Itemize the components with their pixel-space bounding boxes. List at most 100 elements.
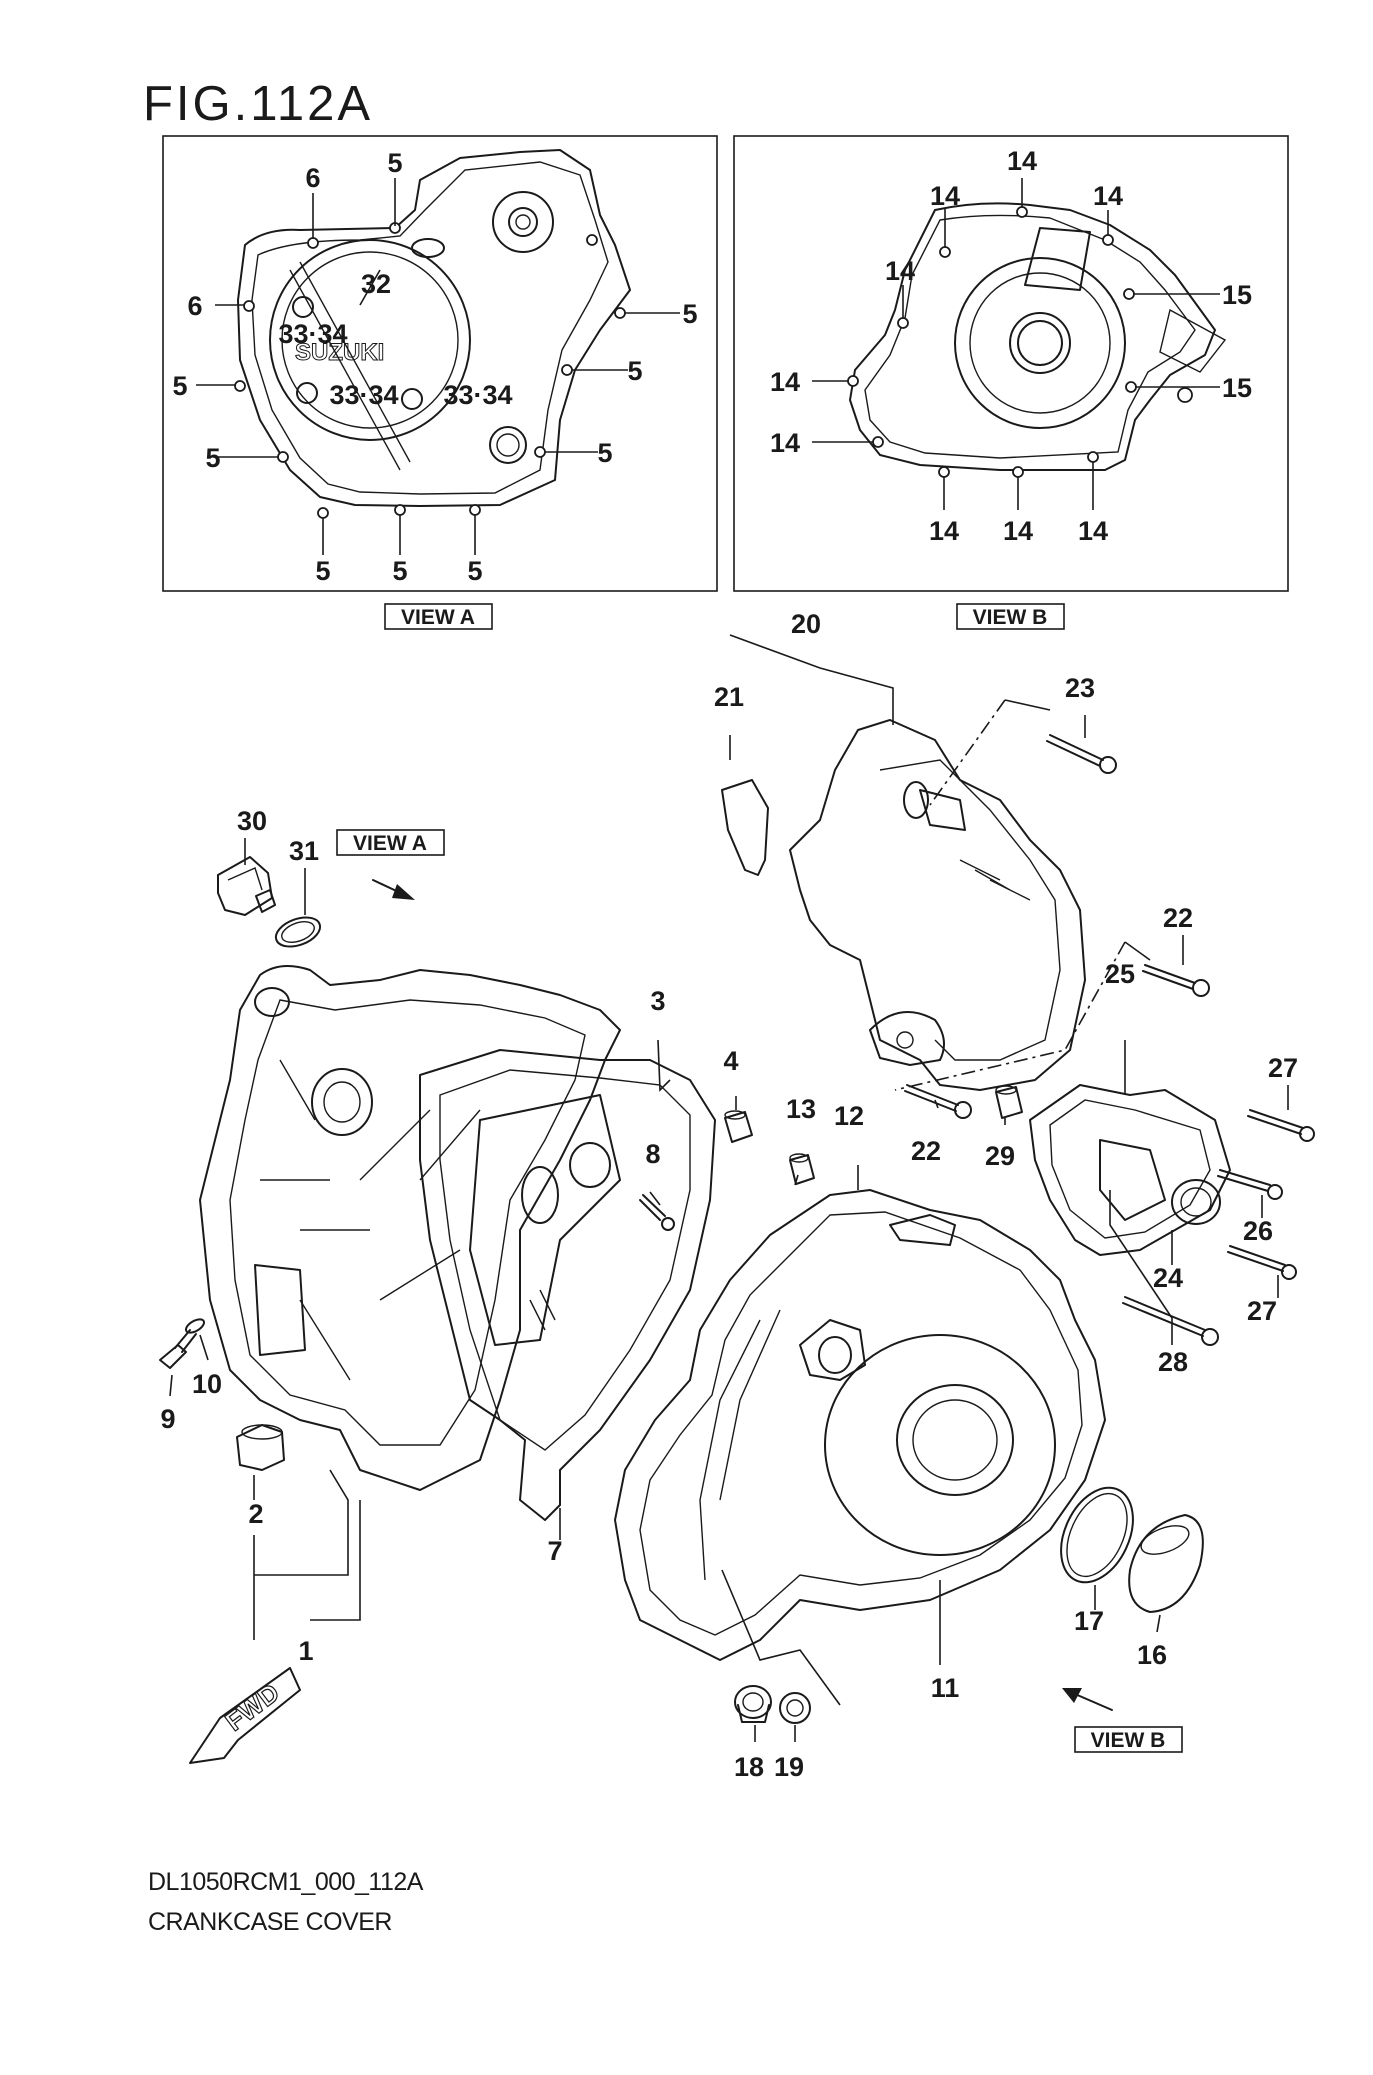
view-b-label: VIEW B bbox=[956, 603, 1065, 630]
bolt-27-upper bbox=[1247, 1109, 1315, 1142]
gasket-21 bbox=[721, 779, 769, 876]
callout-2: 2 bbox=[248, 1499, 263, 1529]
callout-31: 31 bbox=[289, 836, 319, 866]
callout-17: 17 bbox=[1074, 1606, 1104, 1636]
callout-11: 11 bbox=[931, 1673, 960, 1703]
view-b-bolt-holes bbox=[847, 206, 1137, 478]
callout-23: 23 bbox=[1065, 673, 1095, 703]
callout-27-upper: 27 bbox=[1268, 1053, 1298, 1083]
bolt-28 bbox=[1122, 1296, 1219, 1346]
view-a-panel: SUZUKI bbox=[162, 135, 718, 592]
bolt-22-upper bbox=[1142, 964, 1210, 997]
leader-lines bbox=[169, 634, 1289, 1742]
callout: 5 bbox=[315, 556, 330, 586]
plug-18 bbox=[734, 1685, 772, 1723]
callout: 5 bbox=[597, 438, 612, 468]
callout-28: 28 bbox=[1158, 1347, 1188, 1377]
callout: 5 bbox=[392, 556, 407, 586]
svg-text:VIEW B: VIEW B bbox=[1091, 1729, 1166, 1752]
callout-22-upper: 22 bbox=[1163, 903, 1193, 933]
callout-22-lower: 22 bbox=[911, 1136, 941, 1166]
bolt-8 bbox=[639, 1194, 675, 1231]
bolt-9 bbox=[159, 1329, 197, 1369]
callout: 32 bbox=[361, 269, 391, 299]
view-a-callouts: 5 6 6 32 33·34 33·34 33·34 5 5 5 5 5 5 5… bbox=[172, 148, 697, 586]
callout-7: 7 bbox=[547, 1536, 562, 1566]
washer-19 bbox=[779, 1692, 811, 1724]
callout-1: 1 bbox=[298, 1636, 313, 1666]
callout: 33·34 bbox=[278, 319, 347, 349]
dowel-4 bbox=[724, 1110, 753, 1143]
bolt-26 bbox=[1217, 1169, 1283, 1200]
view-b-marker: VIEW B bbox=[1062, 1688, 1183, 1753]
bolt-22-lower bbox=[904, 1084, 972, 1119]
svg-text:VIEW A: VIEW A bbox=[401, 606, 475, 629]
callout: 33·34 bbox=[443, 380, 512, 410]
fwd-arrow: FWD bbox=[189, 1667, 301, 1764]
callout: 5 bbox=[172, 371, 187, 401]
svg-text:VIEW B: VIEW B bbox=[973, 606, 1048, 629]
view-a-marker: VIEW A bbox=[336, 829, 445, 900]
dowel-13 bbox=[789, 1153, 815, 1185]
view-a-label: VIEW A bbox=[384, 603, 493, 630]
callout-20: 20 bbox=[791, 609, 821, 639]
callout: 5 bbox=[627, 356, 642, 386]
callout: 15 bbox=[1222, 373, 1252, 403]
callout: 15 bbox=[1222, 280, 1252, 310]
callout: 6 bbox=[305, 163, 320, 193]
cap-16 bbox=[1128, 1514, 1204, 1613]
o-ring-31 bbox=[274, 916, 322, 948]
svg-text:VIEW A: VIEW A bbox=[353, 832, 427, 855]
callout-8: 8 bbox=[645, 1139, 660, 1169]
callout: 5 bbox=[387, 148, 402, 178]
crankcase-assembly bbox=[199, 965, 716, 1521]
callout-27-lower: 27 bbox=[1247, 1296, 1277, 1326]
callout: 6 bbox=[187, 291, 202, 321]
callout: 33·34 bbox=[329, 380, 398, 410]
callout: 14 bbox=[1078, 516, 1108, 546]
callout-26: 26 bbox=[1243, 1216, 1273, 1246]
crankcase-cover-11 bbox=[614, 1189, 1106, 1661]
figure-title: FIG.112A bbox=[143, 77, 374, 131]
callout: 14 bbox=[885, 256, 915, 286]
callout: 5 bbox=[205, 443, 220, 473]
callout-3: 3 bbox=[650, 986, 665, 1016]
plug-2 bbox=[236, 1424, 285, 1471]
callout-29: 29 bbox=[985, 1141, 1015, 1171]
callout-16: 16 bbox=[1137, 1640, 1167, 1670]
o-ring-17 bbox=[1060, 1486, 1134, 1584]
callout: 14 bbox=[1007, 146, 1037, 176]
callout: 5 bbox=[682, 299, 697, 329]
diagram-name: CRANKCASE COVER bbox=[148, 1908, 392, 1936]
diagram-code: DL1050RCM1_000_112A bbox=[148, 1868, 423, 1896]
callout: 14 bbox=[930, 181, 960, 211]
generator-cover-20 bbox=[789, 719, 1086, 1091]
callout: 14 bbox=[1093, 181, 1123, 211]
bolt-27-lower bbox=[1227, 1245, 1297, 1280]
water-pump-cover-24 bbox=[1029, 1084, 1231, 1256]
callout-4: 4 bbox=[723, 1046, 738, 1076]
bolt-23 bbox=[1046, 734, 1117, 774]
callout-19: 19 bbox=[774, 1752, 804, 1782]
callout: 5 bbox=[467, 556, 482, 586]
callout-30: 30 bbox=[237, 806, 267, 836]
view-b-callouts: 14 14 14 14 14 14 14 14 14 15 15 bbox=[770, 146, 1252, 546]
callout-12: 12 bbox=[834, 1101, 864, 1131]
callout: 14 bbox=[770, 428, 800, 458]
callout: 14 bbox=[929, 516, 959, 546]
callout-9: 9 bbox=[160, 1404, 175, 1434]
callout: 14 bbox=[770, 367, 800, 397]
callout-18: 18 bbox=[734, 1752, 764, 1782]
callout-24: 24 bbox=[1153, 1263, 1183, 1293]
callout-21: 21 bbox=[714, 682, 744, 712]
dowel-29 bbox=[995, 1085, 1023, 1119]
callout: 14 bbox=[1003, 516, 1033, 546]
washer-10 bbox=[184, 1318, 206, 1334]
callout-13: 13 bbox=[786, 1094, 816, 1124]
suzuki-logo: SUZUKI bbox=[295, 339, 384, 366]
part-callouts: 1 2 3 4 7 8 9 10 11 12 13 16 17 18 19 20… bbox=[160, 609, 1298, 1782]
view-b-panel bbox=[733, 135, 1289, 592]
callout-10: 10 bbox=[192, 1369, 222, 1399]
